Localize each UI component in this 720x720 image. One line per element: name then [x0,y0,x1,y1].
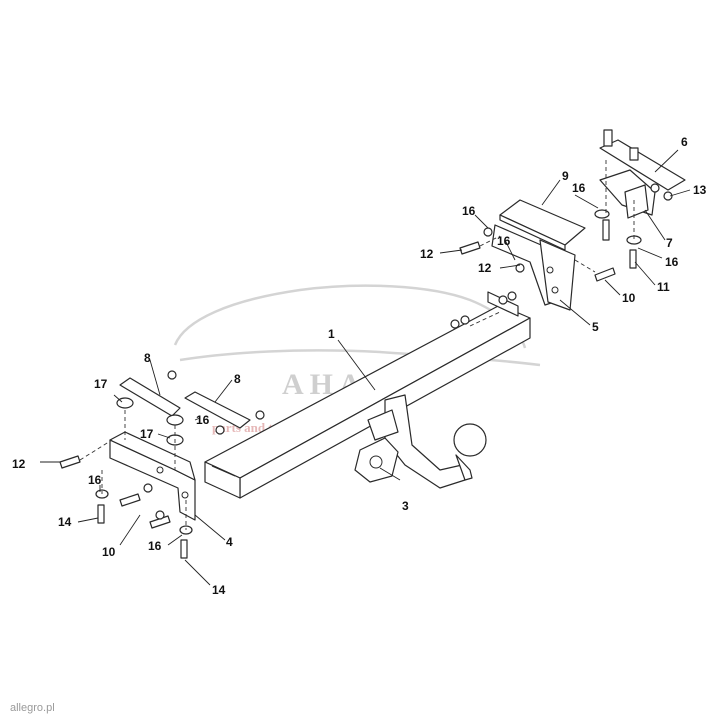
callout-11: 11 [657,280,670,294]
callout-17-bottom: 17 [140,427,154,441]
callout-4: 4 [226,535,233,549]
callout-14-bottom: 14 [212,583,226,597]
clamp-plate-9 [499,199,586,251]
upper-bracket-6-7 [599,129,686,219]
callout-10-left: 10 [102,545,116,559]
right-side-bracket [491,224,576,311]
callout-3: 3 [402,499,409,513]
callout-16-a: 16 [88,473,102,487]
callout-1: 1 [328,327,335,341]
tow-ball-assembly [354,394,487,489]
callout-16-f: 16 [572,181,586,195]
callout-8-right: 8 [234,372,241,386]
left-side-bracket [109,431,196,521]
assembly-lines [79,160,635,530]
callout-5: 5 [592,320,599,334]
hardware-fasteners [59,183,673,559]
callout-16-g: 16 [665,255,679,269]
callout-12-right: 12 [478,261,492,275]
callout-6: 6 [681,135,688,149]
callout-16-d: 16 [462,204,476,218]
callout-12-mid: 12 [420,247,434,261]
callout-7: 7 [666,236,673,250]
callout-13: 13 [693,183,707,197]
callout-16-b: 16 [148,539,162,553]
callout-14-left: 14 [58,515,72,529]
clamp-plates-8 [119,377,251,429]
callout-17-top: 17 [94,377,108,391]
callout-16-e: 16 [497,234,511,248]
callout-8-left: 8 [144,351,151,365]
callout-9: 9 [562,169,569,183]
leader-lines [40,149,691,586]
callout-16-c: 16 [196,413,210,427]
callout-labels: 1 3 4 5 6 7 8 8 9 10 10 11 12 12 12 13 1… [12,135,707,597]
callout-10-right: 10 [622,291,636,305]
callout-12-left: 12 [12,457,26,471]
footer-watermark: allegro.pl [10,702,55,714]
